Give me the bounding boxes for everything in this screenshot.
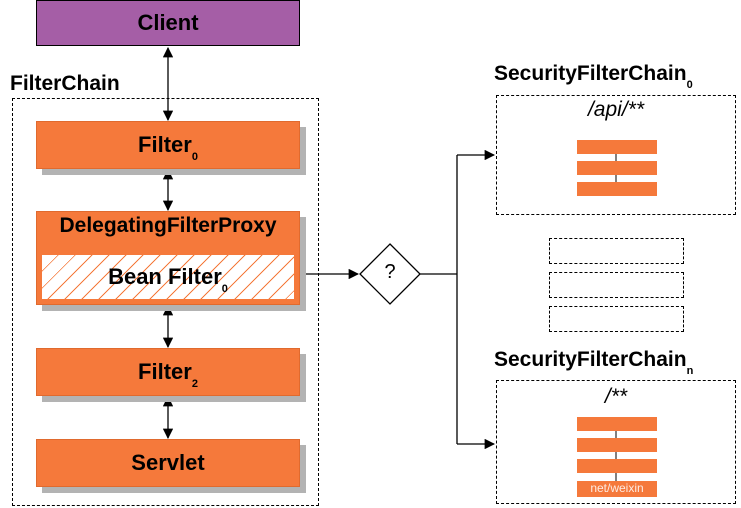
client-box: Client — [36, 0, 300, 46]
sfcn-filter-1 — [577, 417, 657, 431]
sfc0-filter-3 — [577, 182, 657, 196]
sfcn-filter-2 — [577, 438, 657, 452]
sfc0-filter-1 — [577, 140, 657, 154]
servlet-label: Servlet — [131, 450, 205, 475]
filterchain-container — [12, 98, 319, 506]
filter2-label: Filter2 — [138, 359, 198, 390]
placeholder-chain-1 — [549, 238, 684, 264]
placeholder-chain-2 — [549, 272, 684, 298]
delegating-filter-proxy-box: DelegatingFilterProxy Bean Filter0 — [36, 211, 300, 305]
sfcn-filter-3 — [577, 459, 657, 473]
watermark-text: net/weixin — [590, 481, 644, 495]
sfc0-filter-2 — [577, 161, 657, 175]
dfp-label: DelegatingFilterProxy — [59, 214, 277, 237]
decision-label: ? — [384, 261, 396, 283]
filter2-box: Filter2 — [36, 348, 300, 396]
bean-filter-label: Bean Filter0 — [108, 264, 228, 295]
sfcn-pattern: /** — [604, 385, 628, 408]
filter0-label: Filter0 — [138, 132, 198, 163]
bean-filter-box: Bean Filter0 — [41, 254, 295, 300]
sfcn-title: SecurityFilterChainn — [494, 348, 694, 377]
filter0-box: Filter0 — [36, 121, 300, 169]
filterchain-label: FilterChain — [10, 72, 120, 95]
sfc0-title: SecurityFilterChain0 — [494, 62, 693, 91]
placeholder-chain-3 — [549, 306, 684, 332]
sfc0-pattern: /api/** — [587, 98, 645, 121]
servlet-box: Servlet — [36, 439, 300, 487]
sfcn-container — [496, 380, 736, 504]
client-label: Client — [137, 10, 199, 35]
sfc0-container — [496, 95, 736, 215]
decision-diamond — [359, 243, 421, 305]
sfcn-filter-4 — [577, 481, 657, 497]
